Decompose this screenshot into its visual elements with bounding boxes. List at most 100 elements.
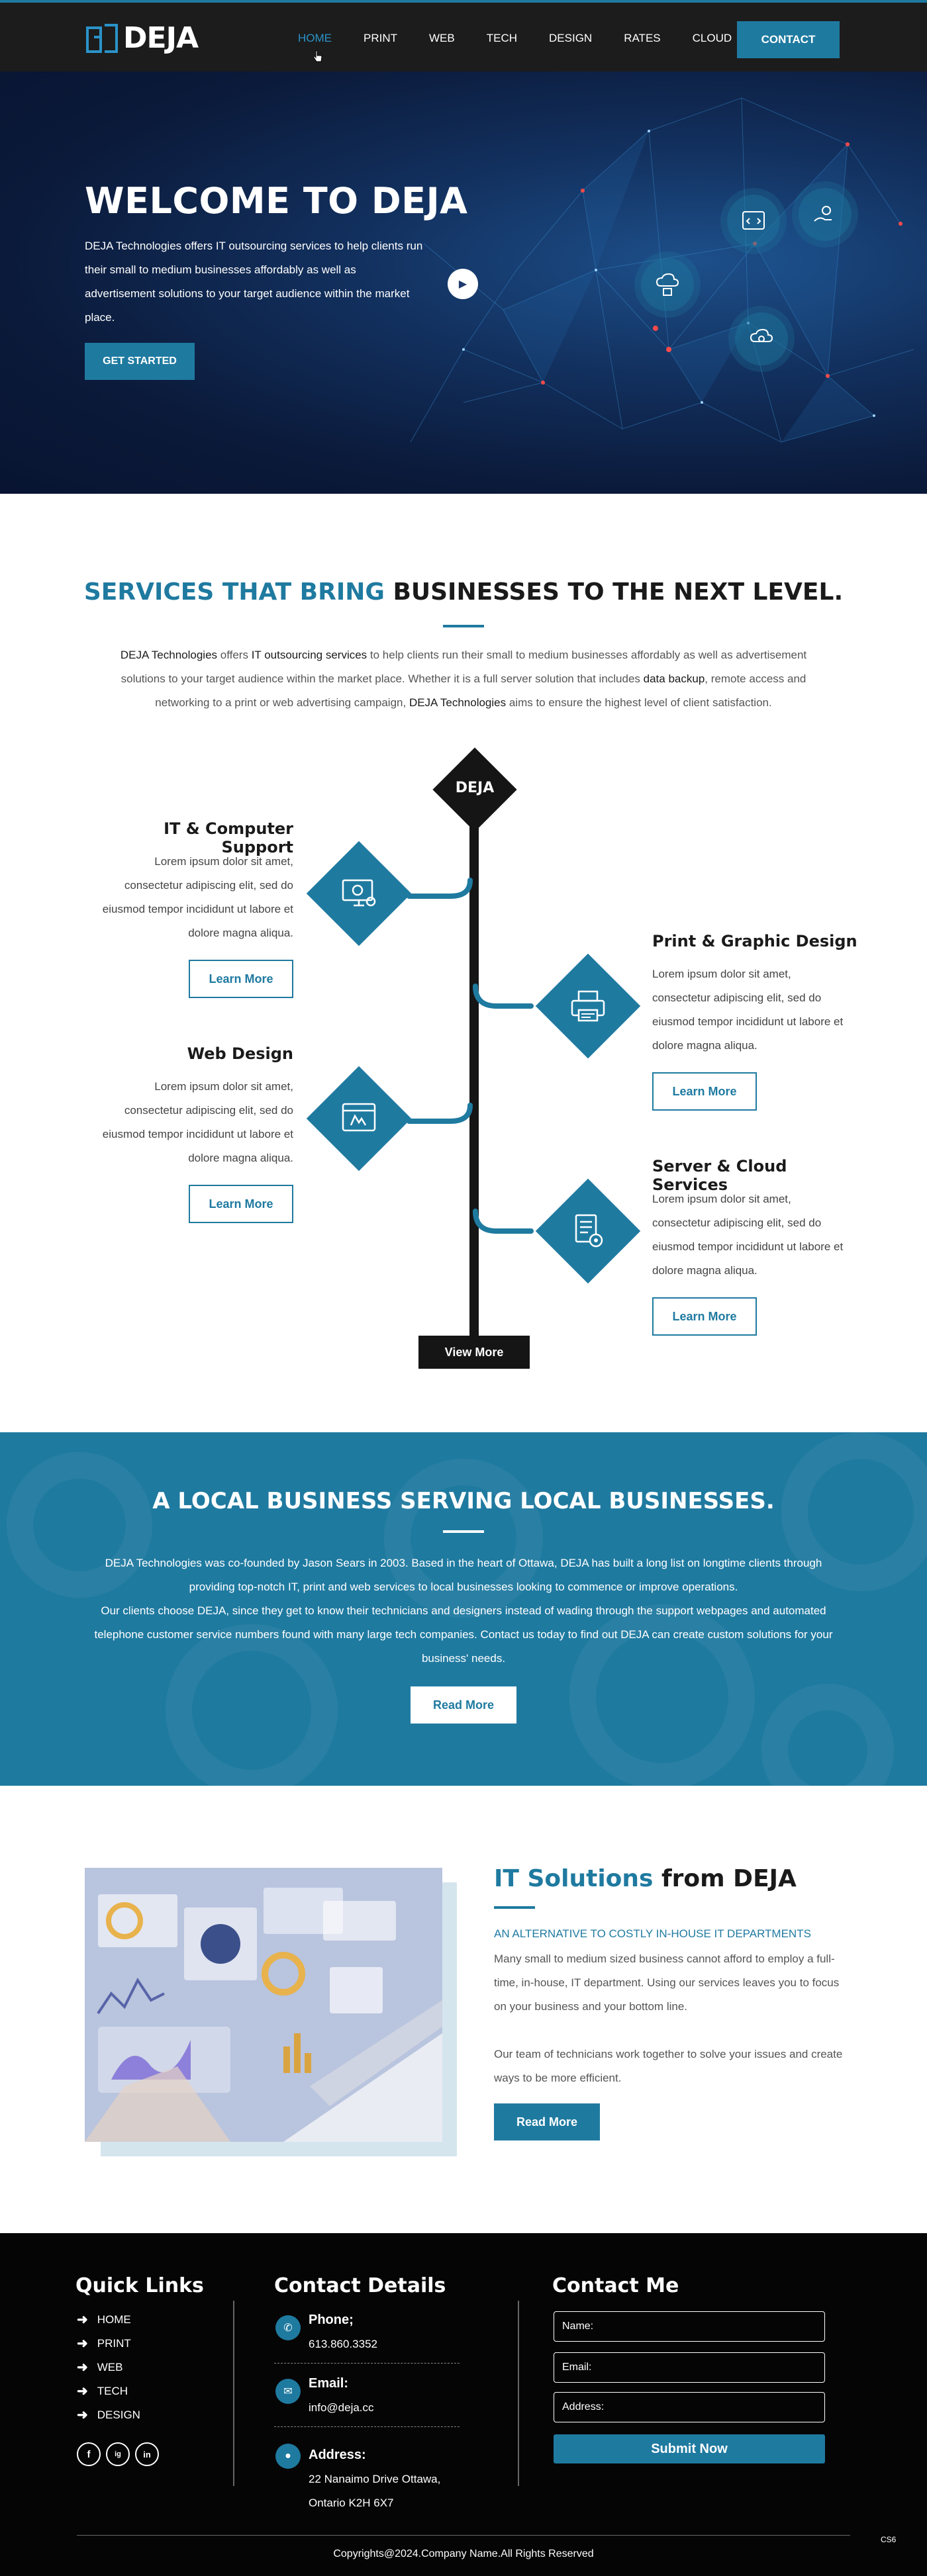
- hero-section: WELCOME TO DEJA DEJA Technologies offers…: [0, 71, 927, 494]
- background-pattern: [7, 1432, 927, 1786]
- service-text: Lorem ipsum dolor sit amet, consectetur …: [102, 855, 293, 939]
- laptop-dashboard-illustration: [85, 1868, 442, 2142]
- arrow-right-icon: ➜: [77, 2336, 88, 2351]
- title-divider: [443, 1530, 484, 1533]
- intro-text: , remote access and networking to a prin…: [155, 672, 806, 709]
- local-title: A LOCAL BUSINESS SERVING LOCAL BUSINESSE…: [152, 1488, 775, 1514]
- play-icon: ▶: [458, 279, 467, 290]
- email-value[interactable]: info@deja.cc: [309, 2401, 374, 2414]
- footer-link-label: TECH: [97, 2384, 128, 2397]
- nav-cloud[interactable]: CLOUD: [692, 32, 732, 44]
- learn-more-button[interactable]: Learn More: [189, 1185, 293, 1223]
- footer-link-print[interactable]: ➜ PRINT: [77, 2335, 131, 2352]
- web-design-icon: [332, 1092, 385, 1145]
- intro-brand: DEJA Technologies: [120, 649, 218, 661]
- facebook-icon[interactable]: f: [77, 2442, 101, 2466]
- cloud-server-icon: [641, 258, 694, 311]
- hero-title: WELCOME TO DEJA: [85, 180, 468, 222]
- it-title-rest: from DEJA: [653, 1865, 797, 1892]
- timeline-connectors: [407, 878, 534, 1234]
- services-title-rest: BUSINESSES TO THE NEXT LEVEL.: [393, 578, 844, 606]
- nav-print[interactable]: PRINT: [364, 32, 397, 44]
- address-label: Address:: [309, 2448, 366, 2462]
- quick-links-title: Quick Links: [75, 2274, 204, 2297]
- play-video-button[interactable]: ▶: [448, 269, 478, 299]
- read-more-button[interactable]: Read More: [411, 1686, 516, 1724]
- submit-button[interactable]: Submit Now: [554, 2434, 825, 2463]
- it-subtitle: AN ALTERNATIVE TO COSTLY IN-HOUSE IT DEP…: [494, 1927, 811, 1940]
- get-started-button[interactable]: GET STARTED: [85, 343, 195, 380]
- contact-details-title: Contact Details: [274, 2274, 446, 2297]
- server-settings-icon: [561, 1205, 614, 1258]
- footer-link-label: DESIGN: [97, 2408, 140, 2421]
- intro-text: aims to ensure the highest level of clie…: [506, 696, 772, 709]
- printer-icon: [561, 980, 614, 1033]
- service-title: Server & Cloud Services: [652, 1157, 787, 1194]
- phone-value[interactable]: 613.860.3352: [309, 2338, 377, 2350]
- footer-rule: [77, 2535, 850, 2536]
- email-input[interactable]: [554, 2352, 825, 2383]
- intro-highlight: IT outsourcing services: [251, 649, 367, 661]
- arrow-right-icon: ➜: [77, 2384, 88, 2399]
- it-solutions-title: IT Solutions from DEJA: [494, 1865, 797, 1892]
- intro-text: offers: [217, 649, 252, 661]
- nav-rates[interactable]: RATES: [624, 32, 661, 44]
- address-line: Ontario K2H 6X7: [309, 2497, 394, 2509]
- copyright-text: Copyrights@2024.Company Name.All Rights …: [333, 2548, 594, 2559]
- contact-separator: [274, 2426, 460, 2427]
- footer-link-web[interactable]: ➜WEB: [77, 2359, 123, 2375]
- service-text: Lorem ipsum dolor sit amet, consectetur …: [652, 1193, 844, 1277]
- learn-more-button[interactable]: Learn More: [652, 1072, 757, 1111]
- intro-highlight: data backup: [643, 672, 705, 685]
- logo-text: DEJA: [123, 21, 199, 55]
- it-read-more-button[interactable]: Read More: [494, 2103, 600, 2140]
- contact-button[interactable]: CONTACT: [737, 21, 840, 58]
- phone-icon: ✆: [275, 2315, 301, 2340]
- footer-link-label: WEB: [97, 2360, 123, 2373]
- nav-home[interactable]: HOME: [298, 32, 332, 44]
- nav-web[interactable]: WEB: [429, 32, 455, 44]
- nav-design[interactable]: DESIGN: [549, 32, 593, 44]
- footer-link-label: PRINT: [97, 2336, 131, 2350]
- cloud-settings-icon: [735, 312, 788, 365]
- local-text: DEJA Technologies was co-founded by Jaso…: [90, 1551, 837, 1671]
- name-input[interactable]: [554, 2311, 825, 2342]
- hand-cursor-icon: [313, 50, 322, 62]
- arrow-right-icon: ➜: [77, 2313, 88, 2327]
- services-title: SERVICES THAT BRING BUSINESSES TO THE NE…: [0, 578, 927, 606]
- nav-tech[interactable]: TECH: [486, 32, 518, 44]
- footer-divider: [233, 2301, 234, 2486]
- contact-me-title: Contact Me: [552, 2274, 679, 2297]
- computer-support-icon: [332, 867, 385, 920]
- footer-divider: [518, 2301, 519, 2486]
- email-icon: ✉: [275, 2379, 301, 2404]
- learn-more-button[interactable]: Learn More: [652, 1297, 757, 1336]
- email-label: Email:: [309, 2376, 349, 2391]
- local-paragraph: DEJA Technologies was co-founded by Jaso…: [105, 1557, 822, 1593]
- view-more-button[interactable]: View More: [418, 1336, 530, 1369]
- arrow-right-icon: ➜: [77, 2408, 88, 2422]
- instagram-icon[interactable]: ig: [106, 2442, 130, 2466]
- address-input[interactable]: [554, 2392, 825, 2422]
- service-title: Print & Graphic Design: [652, 932, 857, 950]
- service-text: Lorem ipsum dolor sit amet, consectetur …: [102, 1080, 293, 1164]
- linkedin-icon[interactable]: in: [135, 2442, 159, 2466]
- service-title: IT & Computer Support: [164, 819, 293, 856]
- footer-link-tech[interactable]: ➜ TECH: [77, 2383, 128, 2399]
- it-paragraph: Our team of technicians work together to…: [494, 2048, 843, 2084]
- logo-mark-icon: [86, 23, 118, 53]
- it-solutions-image: [85, 1868, 442, 2142]
- services-title-accent: SERVICES THAT BRING: [83, 578, 385, 606]
- code-icon: [727, 195, 780, 248]
- service-title: Web Design: [187, 1044, 293, 1063]
- title-divider: [494, 1906, 535, 1909]
- logo[interactable]: DEJA: [85, 21, 199, 55]
- footer-link-design[interactable]: ➜ DESIGN: [77, 2407, 140, 2423]
- intro-brand: DEJA Technologies: [409, 696, 507, 709]
- title-divider: [443, 625, 484, 627]
- footer-link-home[interactable]: ➜HOME: [77, 2311, 131, 2328]
- contact-separator: [274, 2363, 460, 2364]
- it-paragraph: Many small to medium sized business cann…: [494, 1953, 840, 2013]
- learn-more-button[interactable]: Learn More: [189, 960, 293, 998]
